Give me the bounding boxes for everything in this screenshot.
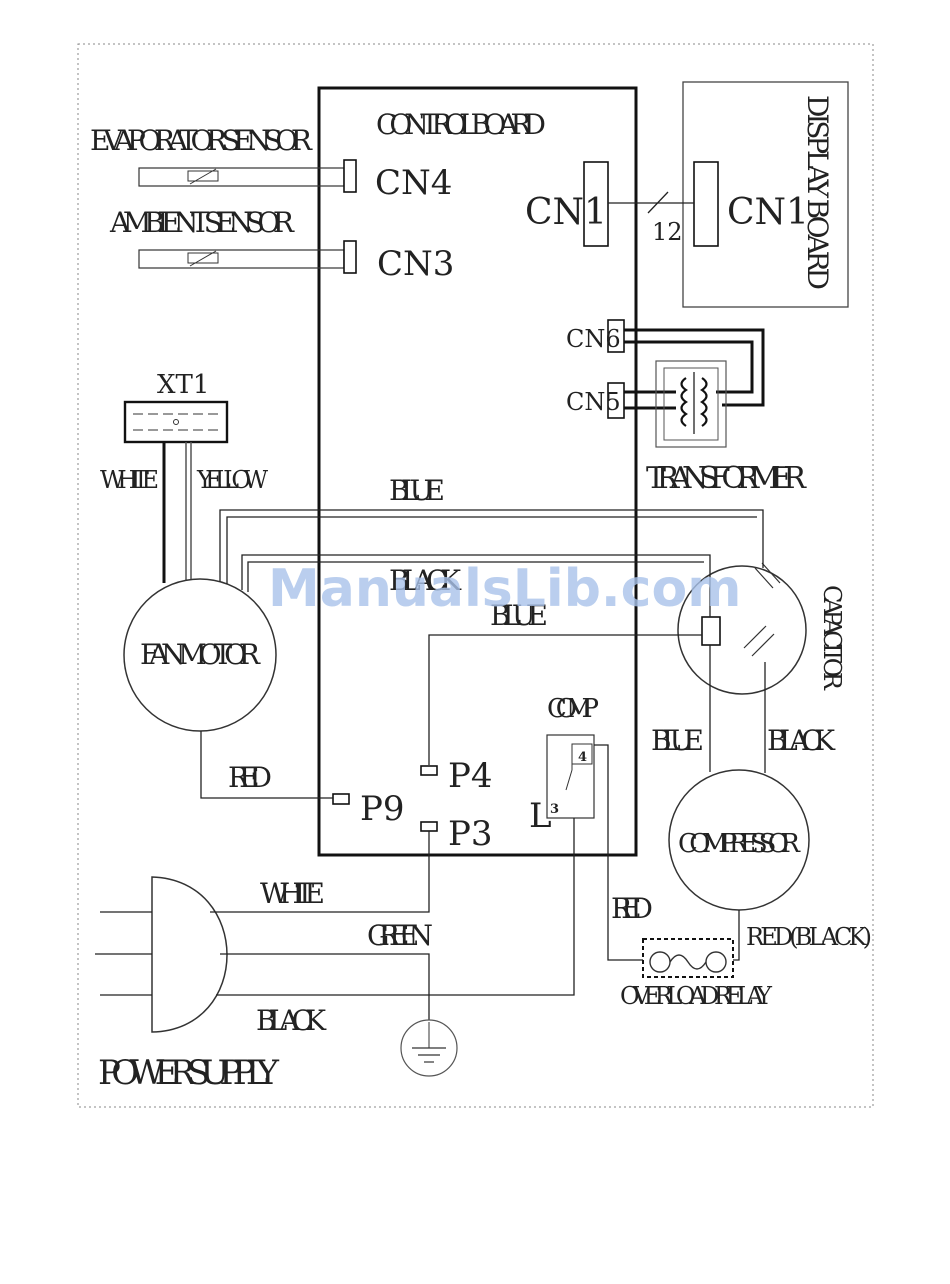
label-transformer: TRANSFORMER [646, 461, 807, 496]
xt1-terminal [125, 402, 227, 442]
transformer [656, 361, 726, 447]
label-fan-motor: FAN MOTOR [140, 638, 261, 671]
ambient-sensor [139, 241, 356, 273]
label-red-black: RED(BLACK) [746, 923, 872, 951]
ground-symbol [401, 1020, 457, 1076]
power-plug [152, 877, 227, 1032]
label-p3: P3 [448, 814, 493, 854]
label-black-cap: BLACK [767, 724, 836, 757]
label-p4: P4 [448, 756, 493, 796]
watermark: ManualsLib.com [268, 559, 741, 619]
label-comp: COMP [547, 694, 599, 724]
label-white-fan: WHITE [100, 466, 159, 494]
cn1-display-connector [694, 162, 718, 246]
p3-terminal [421, 822, 437, 831]
overload-relay [643, 939, 733, 977]
red-black-wire [733, 910, 739, 960]
label-control-board: CONTROL BOARD [376, 108, 546, 141]
label-relay-pin4: 4 [578, 750, 587, 765]
label-relay-l: L [529, 796, 552, 836]
label-blue-cap: BLUE [651, 724, 704, 757]
label-cn5: CN5 [566, 388, 621, 416]
label-power-supply: POWER SUPPLY [98, 1053, 280, 1093]
label-evaporator-sensor: EVAPORATOR SENSOR [90, 124, 313, 157]
label-blue-top: BLUE [389, 474, 445, 507]
p4-terminal [421, 766, 437, 775]
label-cn4: CN4 [375, 163, 452, 203]
label-compressor: COMPRESSOR [678, 829, 801, 859]
p9-terminal [333, 794, 349, 804]
label-black-ps: BLACK [256, 1004, 327, 1037]
label-p9: P9 [360, 789, 405, 829]
label-capacitor: CAPACITOR [818, 585, 846, 691]
label-cn6: CN6 [566, 325, 621, 353]
label-wire-count: 12 [652, 218, 683, 246]
label-red-comp: RED [611, 892, 653, 925]
label-cn1-control: CN1 [525, 192, 607, 233]
label-cn3: CN3 [377, 244, 454, 284]
label-display-board: DISPLAY BOARD [801, 95, 834, 290]
label-red-fan: RED [228, 761, 272, 794]
label-yellow-fan: YELLOW [196, 466, 268, 494]
label-cn1-display: CN1 [727, 192, 809, 233]
label-ambient-sensor: AMBIENT SENSOR [109, 206, 295, 239]
label-white-ps: WHITE [260, 877, 325, 910]
label-green-ps: GREEN [367, 919, 433, 952]
cn6-wire-inner [624, 342, 752, 392]
evaporator-sensor [139, 160, 356, 192]
label-xt1: XT1 [157, 370, 209, 400]
label-overload-relay: OVERLOAD RELAY [620, 982, 773, 1010]
